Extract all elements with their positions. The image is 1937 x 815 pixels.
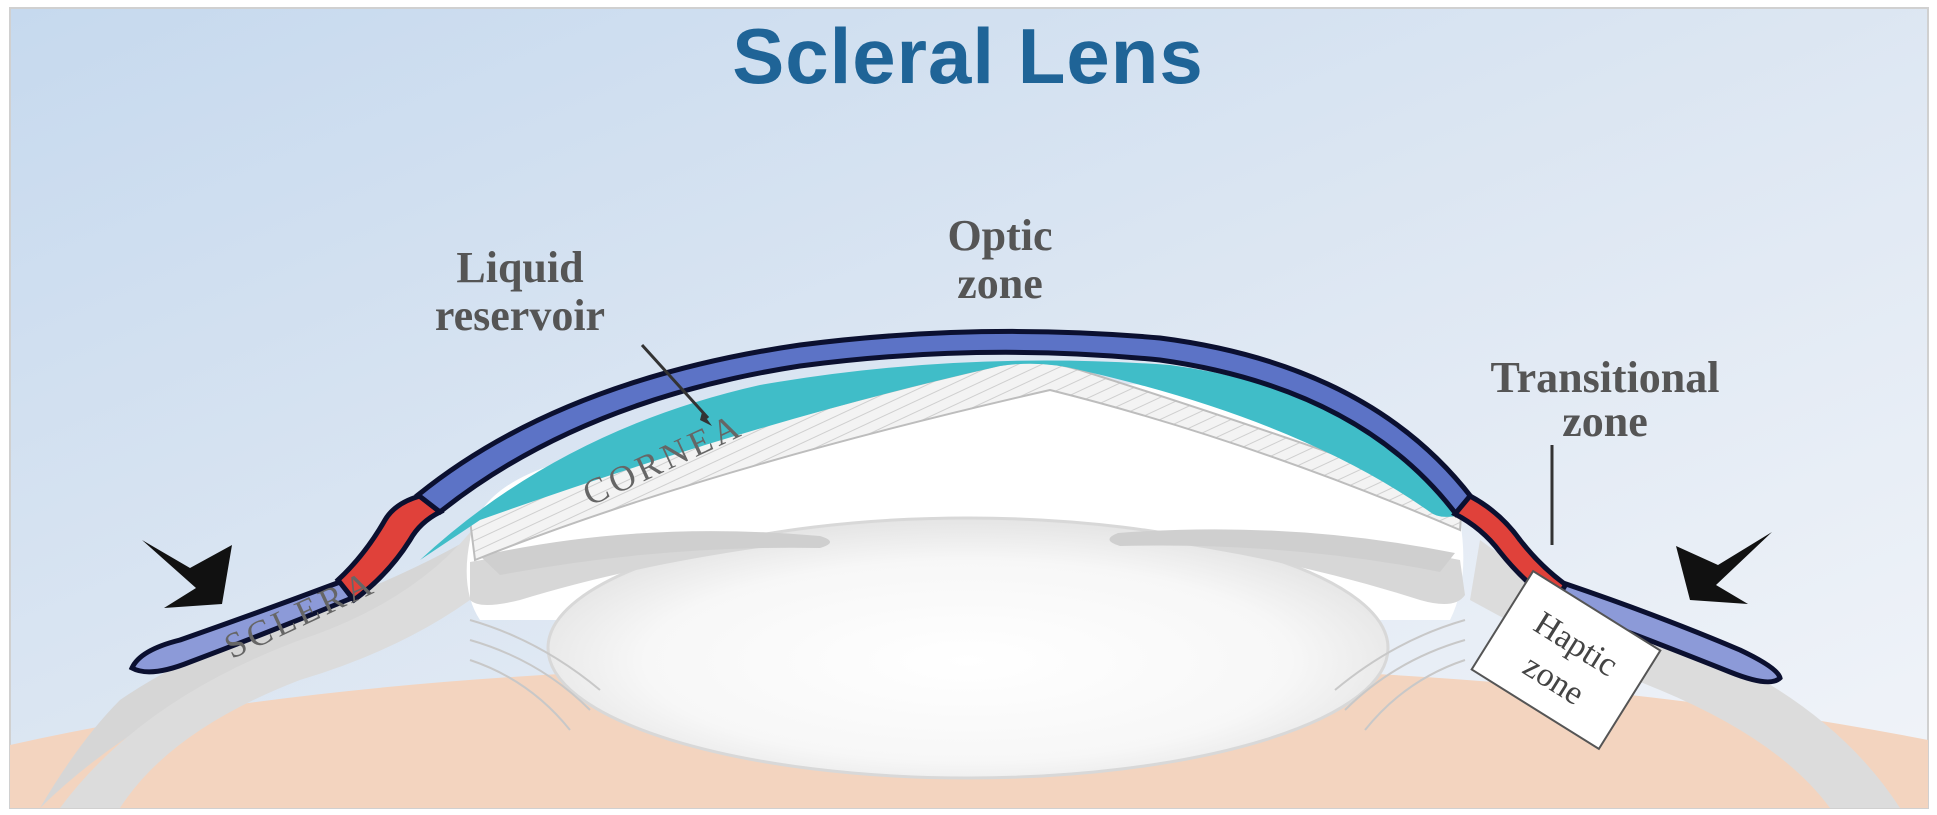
page-title: Scleral Lens — [732, 12, 1204, 100]
liquid-reservoir-label-line1: Liquid — [456, 243, 583, 292]
optic-zone-label-line2: zone — [957, 259, 1043, 308]
transitional-zone-label-line2: zone — [1562, 397, 1648, 446]
liquid-reservoir-label-line2: reservoir — [435, 291, 605, 340]
transitional-zone-label-line1: Transitional — [1490, 353, 1719, 402]
optic-zone-label-line1: Optic — [947, 211, 1052, 260]
